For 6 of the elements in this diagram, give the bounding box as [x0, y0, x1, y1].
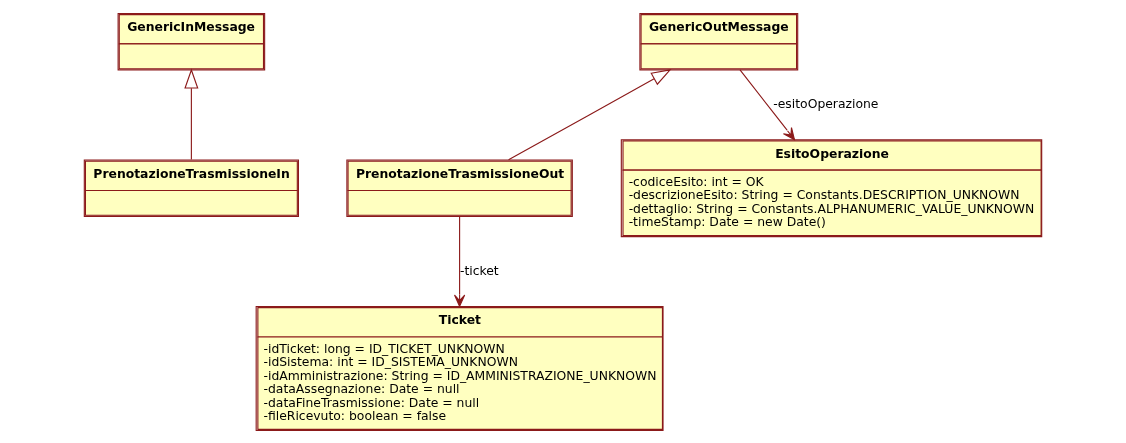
- arrow: [184, 67, 199, 160]
- arrow: [508, 68, 672, 160]
- edge-label: -esitoOperazione: [773, 95, 879, 111]
- arrow: [453, 215, 466, 307]
- arrow: [739, 68, 795, 140]
- edge-label: -ticket: [459, 262, 499, 278]
